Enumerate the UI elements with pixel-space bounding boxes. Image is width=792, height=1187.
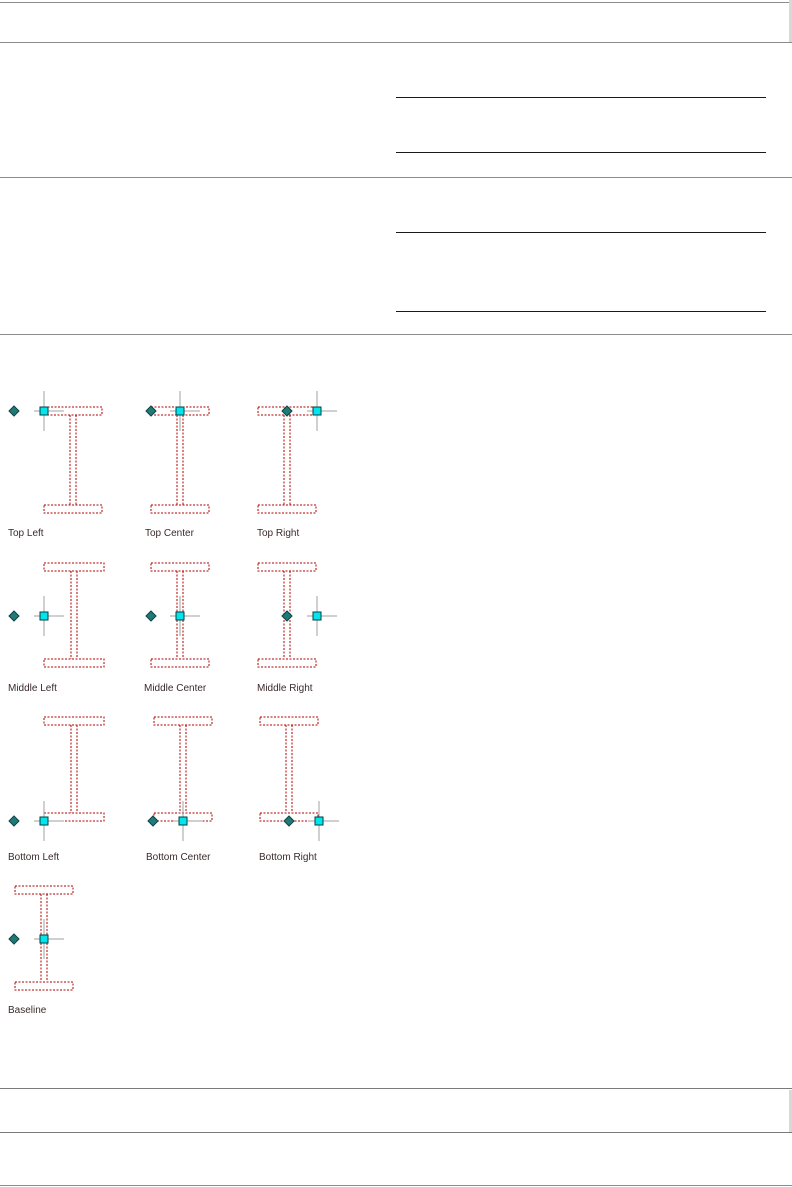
- insertion-point-marker: [314, 816, 324, 826]
- label-baseline: Baseline: [8, 1005, 47, 1016]
- label-bottom-left: Bottom Left: [8, 852, 60, 863]
- label-bottom-center: Bottom Center: [146, 852, 211, 863]
- insertion-point-marker: [39, 816, 49, 826]
- offset-diamond-marker: [8, 933, 20, 945]
- label-top-right: Top Right: [257, 528, 300, 539]
- beam-top-flange: [14, 885, 74, 895]
- insertion-point-marker: [175, 406, 185, 416]
- offset-diamond-marker: [145, 610, 157, 622]
- offset-diamond-marker: [8, 815, 20, 827]
- offset-diamond-marker: [283, 815, 295, 827]
- label-middle-left: Middle Left: [8, 683, 57, 694]
- offset-diamond-marker: [147, 815, 159, 827]
- label-bottom-right: Bottom Right: [259, 852, 317, 863]
- table-bottom-rule: [0, 1185, 792, 1186]
- table-top-rule: [0, 2, 792, 3]
- insertion-point-marker: [175, 611, 185, 621]
- offset-diamond-marker: [145, 405, 157, 417]
- label-top-center: Top Center: [145, 528, 194, 539]
- beam-bottom-flange: [14, 981, 74, 991]
- label-top-left: Top Left: [8, 528, 44, 539]
- alignment-figure: Top Left Top Center Top Right Middle Lef…: [0, 360, 360, 1030]
- beam-top-flange: [257, 562, 317, 572]
- beam-bottom-flange: [43, 504, 103, 514]
- offset-diamond-marker: [8, 405, 20, 417]
- cell-subrule: [396, 152, 766, 153]
- beam-bottom-flange: [257, 658, 317, 668]
- table-row-rule: [0, 1088, 792, 1089]
- table-row-rule: [0, 334, 792, 335]
- right-edge-strip: [789, 1090, 792, 1132]
- right-edge-strip: [789, 0, 792, 42]
- table-row-rule: [0, 177, 792, 178]
- offset-diamond-marker: [8, 610, 20, 622]
- beam-top-flange: [153, 716, 213, 726]
- beam-top-flange: [43, 716, 105, 726]
- beam-top-flange: [259, 716, 319, 726]
- insertion-point-marker: [178, 816, 188, 826]
- offset-diamond-marker: [281, 610, 293, 622]
- beam-bottom-flange: [43, 658, 105, 668]
- insertion-point-marker: [39, 406, 49, 416]
- beam-bottom-flange: [150, 504, 210, 514]
- beam-bottom-flange: [257, 504, 317, 514]
- insertion-point-marker: [312, 406, 322, 416]
- cell-subrule: [396, 97, 766, 98]
- beam-top-flange: [43, 562, 105, 572]
- beam-bottom-flange: [43, 812, 105, 822]
- insertion-point-marker: [39, 934, 49, 944]
- table-row-rule: [0, 1132, 792, 1133]
- beam-bottom-flange: [150, 658, 210, 668]
- label-middle-right: Middle Right: [257, 683, 313, 694]
- insertion-point-marker: [312, 611, 322, 621]
- label-middle-center: Middle Center: [144, 683, 207, 694]
- beam-top-flange: [150, 562, 210, 572]
- cell-subrule: [396, 232, 766, 233]
- cell-subrule: [396, 311, 766, 312]
- offset-diamond-marker: [281, 405, 293, 417]
- alignment-diagrams: [8, 391, 339, 991]
- insertion-point-marker: [39, 611, 49, 621]
- table-row-rule: [0, 42, 792, 43]
